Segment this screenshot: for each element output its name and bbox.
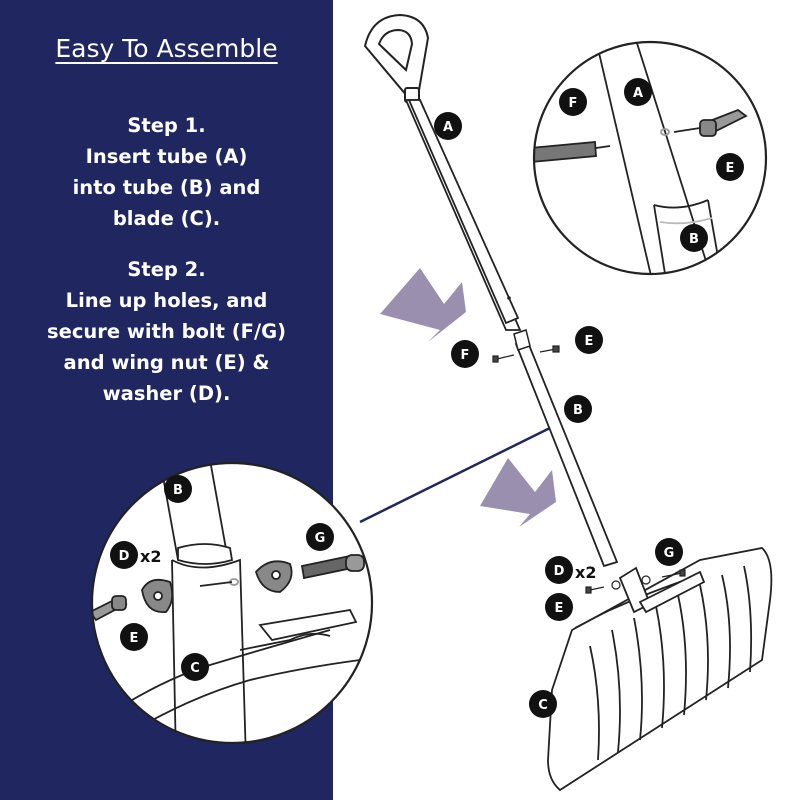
bolt-f [492,354,515,363]
step-1-line: blade (C). [112,207,221,230]
svg-text:E: E [555,601,564,616]
label-badge-b: B [564,395,592,423]
arrow-icon [380,268,466,342]
svg-text:E: E [585,334,594,349]
label-badge-e: E [575,326,603,354]
label-badge-g: G [306,523,334,551]
label-badge-c: C [181,653,209,681]
label-badge-d: D [110,541,138,569]
svg-text:D: D [119,549,130,564]
step-2-heading: Step 2. [127,258,206,281]
label-badge-b: B [680,224,708,252]
step-1-line: into tube (B) and [72,176,261,199]
label-badge-e: E [120,623,148,651]
svg-text:F: F [569,96,578,111]
quantity-label: x2 [140,547,161,566]
label-badge-f: F [451,340,479,368]
detail-circle-top [532,40,768,276]
svg-text:E: E [130,631,139,646]
step-1-line: Insert tube (A) [85,145,248,168]
page-title: Easy To Assemble [55,34,278,63]
quantity-label: x2 [575,563,596,582]
d-grip-handle [364,14,429,103]
step-2-line: Line up holes, and [65,289,268,312]
label-badge-b: B [164,475,192,503]
svg-text:A: A [443,120,453,135]
svg-text:A: A [633,86,643,101]
label-badge-f: F [559,88,587,116]
blade-c [547,547,773,792]
svg-text:C: C [190,661,200,676]
tube-b [513,329,619,568]
svg-text:E: E [726,161,735,176]
svg-text:B: B [689,232,699,247]
label-badge-d: D [545,556,573,584]
label-badge-g: G [655,538,683,566]
step-2-line: washer (D). [102,382,231,405]
arrow-icon [480,458,556,527]
step-2-line: and wing nut (E) & [63,351,270,374]
svg-text:G: G [315,531,326,546]
svg-text:D: D [554,564,565,579]
detail-connector-line [359,423,557,524]
label-badge-e: E [716,153,744,181]
svg-text:B: B [173,483,183,498]
label-badge-e: E [545,593,573,621]
label-badge-a: A [624,78,652,106]
step-2: Step 2. Line up holes, and secure with b… [0,254,333,409]
detail-circle-bottom [90,461,374,745]
label-badge-a: A [434,112,462,140]
label-badge-c: C [529,690,557,718]
step-2-line: secure with bolt (F/G) [46,320,287,343]
svg-text:F: F [461,348,470,363]
svg-text:C: C [538,698,548,713]
wing-nut-e [539,345,560,353]
svg-text:G: G [664,546,675,561]
step-1: Step 1. Insert tube (A) into tube (B) an… [0,110,333,234]
svg-text:B: B [573,403,583,418]
step-1-heading: Step 1. [127,114,206,137]
